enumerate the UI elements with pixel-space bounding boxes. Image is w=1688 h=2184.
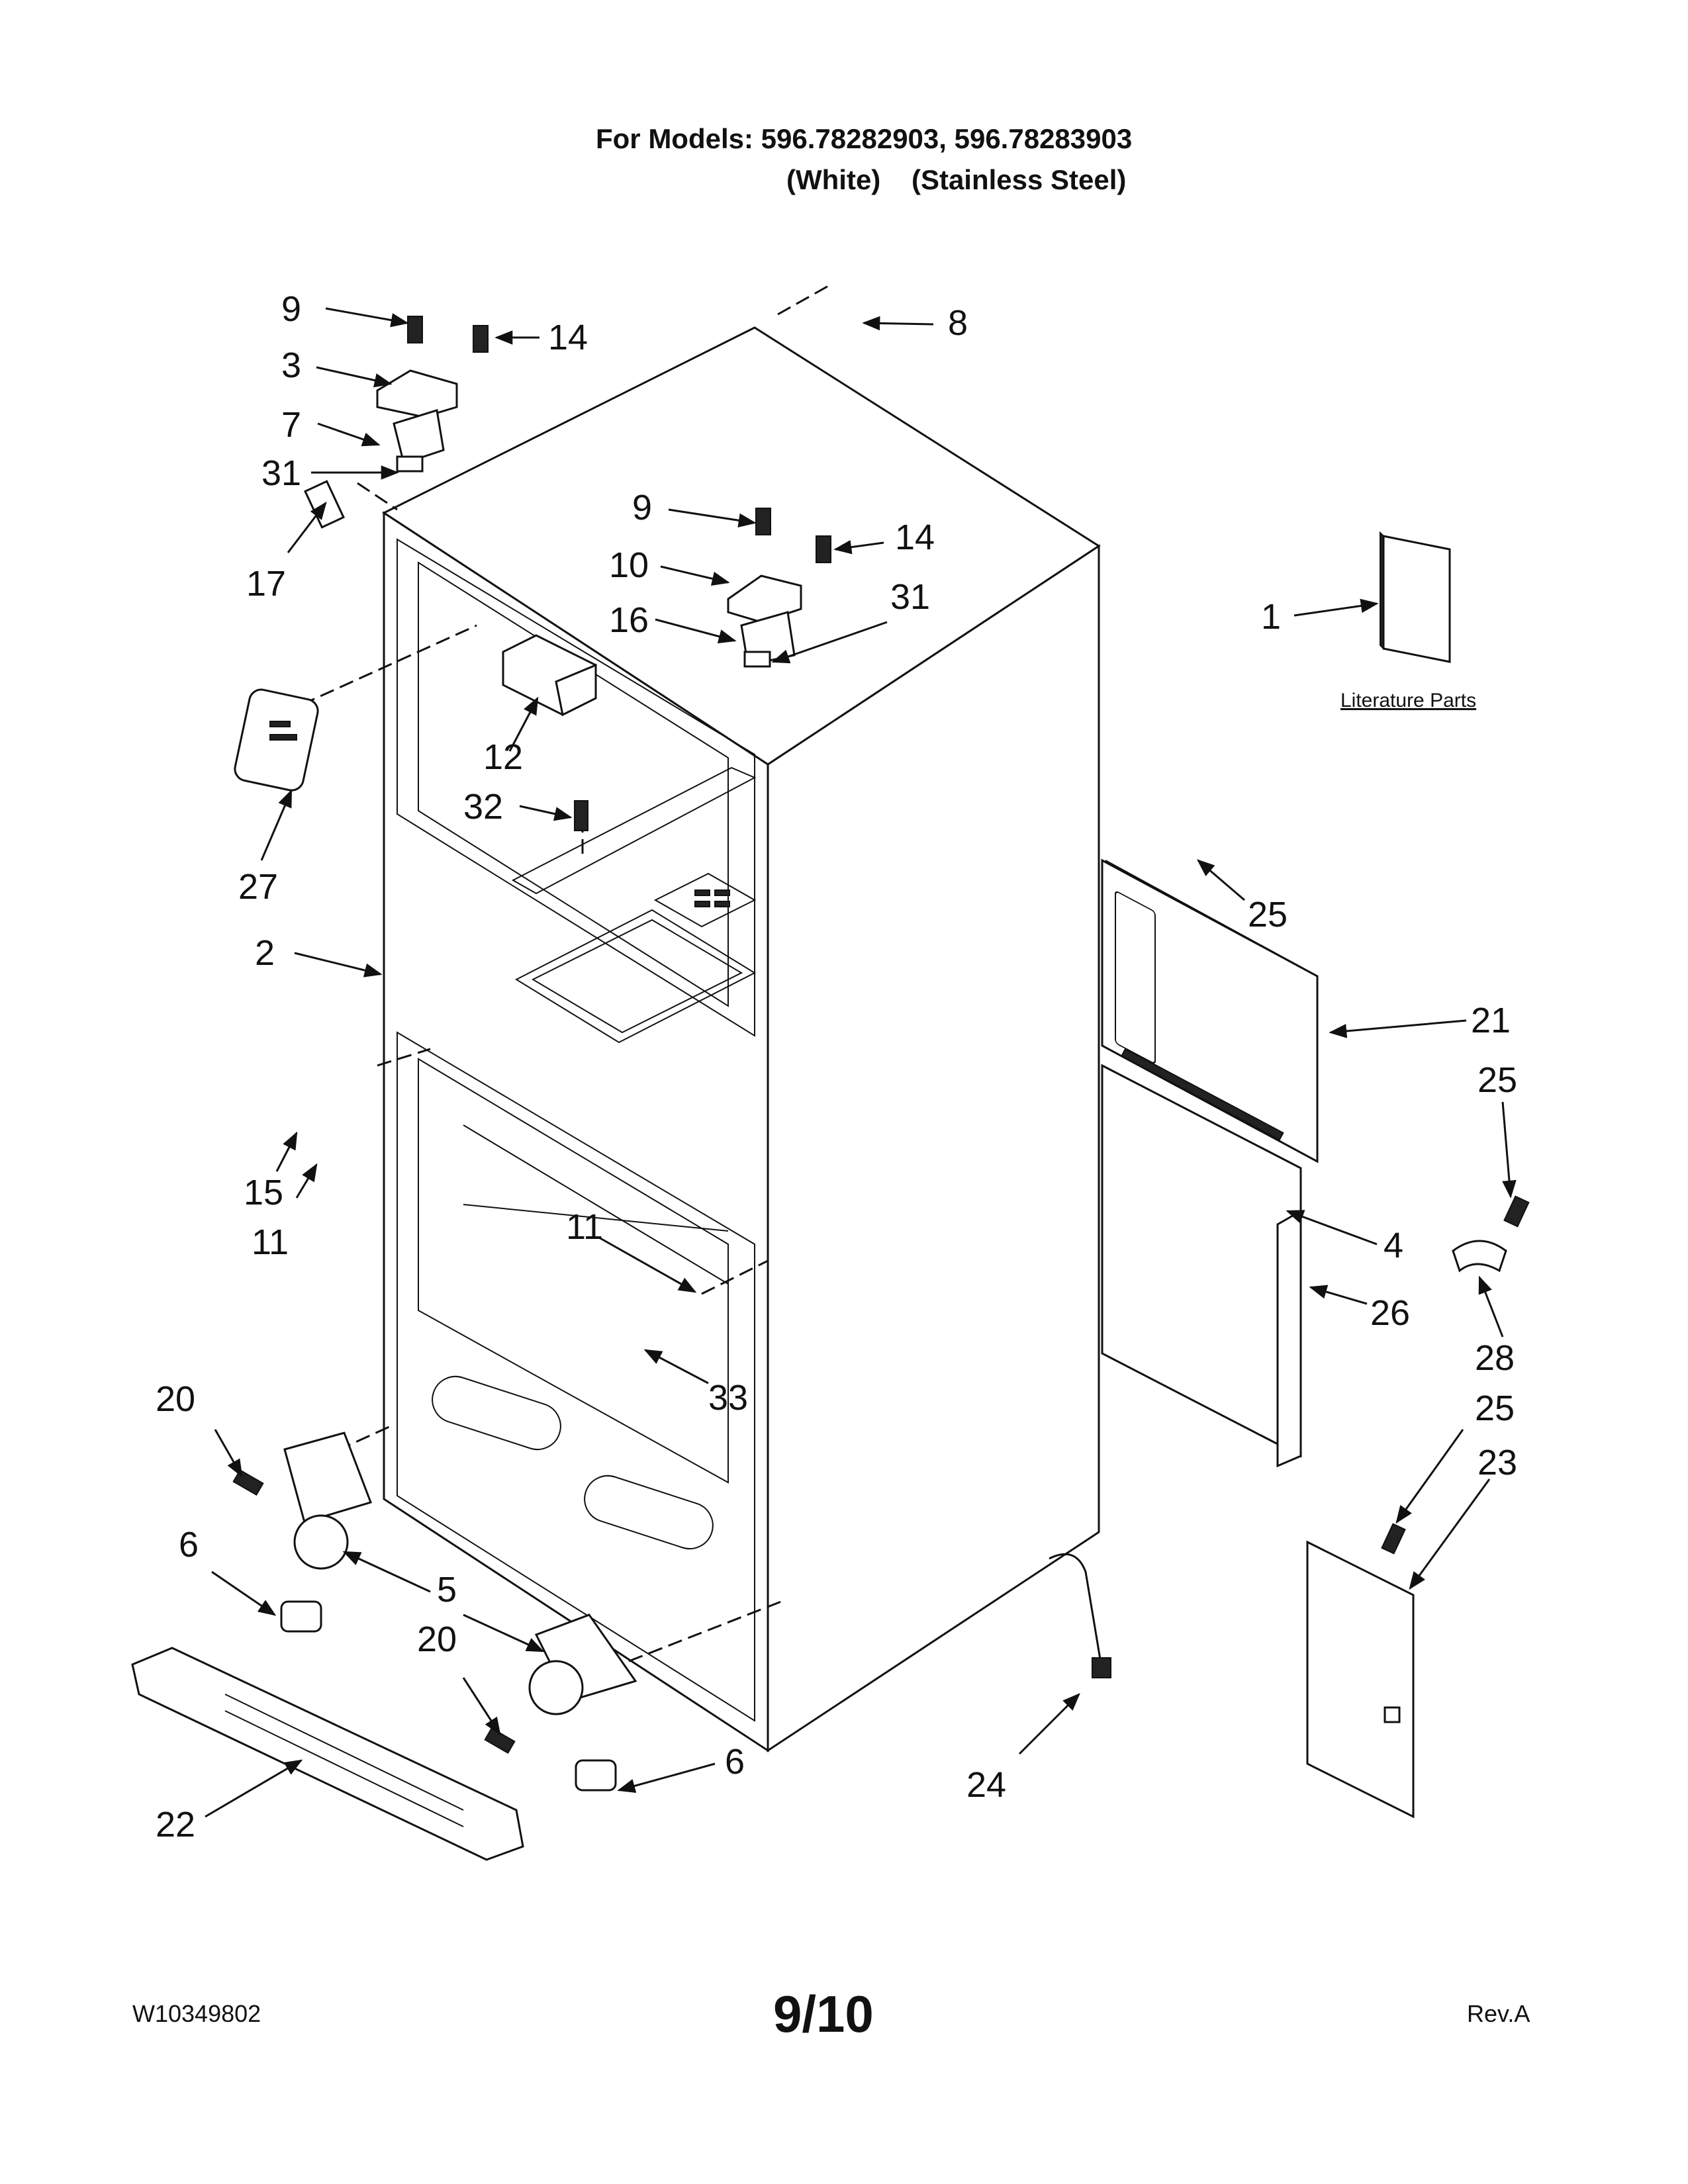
callout-1: 1 — [1261, 597, 1281, 637]
callout-14: 14 — [548, 318, 588, 357]
callout-28: 28 — [1475, 1338, 1515, 1378]
callout-4: 4 — [1383, 1226, 1403, 1265]
callout-25: 25 — [1477, 1060, 1517, 1100]
callout-25: 25 — [1475, 1388, 1515, 1428]
callout-27: 27 — [238, 867, 278, 907]
center-bracket — [502, 634, 597, 831]
callout-arrows — [205, 307, 1517, 1818]
callout-11: 11 — [252, 1222, 289, 1262]
cabinet — [381, 326, 1101, 1752]
callout-9: 9 — [281, 289, 301, 329]
callout-31: 31 — [261, 453, 301, 493]
vent-grid — [653, 872, 757, 928]
callout-23: 23 — [1477, 1443, 1517, 1482]
callout-8: 8 — [948, 303, 968, 343]
rear-access-grille — [1101, 858, 1319, 1468]
callout-14: 14 — [895, 518, 935, 557]
callout-24: 24 — [966, 1765, 1006, 1805]
callout-15: 15 — [244, 1173, 283, 1212]
callout-12: 12 — [483, 737, 523, 777]
page-number: 9/10 — [773, 1985, 874, 2043]
callout-labels: 9 14 8 3 7 31 17 9 14 10 16 31 1 12 32 2… — [156, 289, 1517, 1844]
color-variants-heading: (White) (Stainless Steel) — [786, 164, 1127, 195]
right-small-parts — [1049, 1195, 1530, 1819]
callout-20: 20 — [156, 1379, 195, 1419]
callout-21: 21 — [1471, 1001, 1511, 1040]
literature-parts-label: Literature Parts — [1340, 690, 1476, 711]
callout-3: 3 — [281, 345, 301, 385]
callout-5: 5 — [437, 1570, 457, 1610]
models-heading: For Models: 596.78282903, 596.78283903 — [596, 123, 1133, 154]
callout-16: 16 — [609, 600, 649, 640]
callout-32: 32 — [463, 787, 503, 827]
callout-6: 6 — [179, 1525, 199, 1565]
document-number: W10349802 — [132, 2000, 261, 2027]
callout-26: 26 — [1370, 1293, 1410, 1333]
callout-22: 22 — [156, 1805, 195, 1844]
callout-10: 10 — [609, 545, 649, 585]
callout-20: 20 — [417, 1619, 457, 1659]
revision: Rev.A — [1467, 2000, 1530, 2027]
callout-33: 33 — [708, 1378, 748, 1418]
callout-6: 6 — [725, 1742, 745, 1782]
callout-7: 7 — [281, 405, 301, 445]
callout-9: 9 — [632, 488, 652, 527]
callout-25: 25 — [1248, 895, 1288, 934]
callout-11: 11 — [566, 1207, 603, 1247]
top-left-hinge — [304, 316, 489, 529]
callout-17: 17 — [246, 564, 286, 604]
callout-31: 31 — [890, 577, 930, 617]
lower-hardware — [131, 1432, 637, 1861]
callout-2: 2 — [255, 933, 275, 973]
control-module — [234, 688, 319, 792]
literature-book — [1380, 531, 1451, 663]
